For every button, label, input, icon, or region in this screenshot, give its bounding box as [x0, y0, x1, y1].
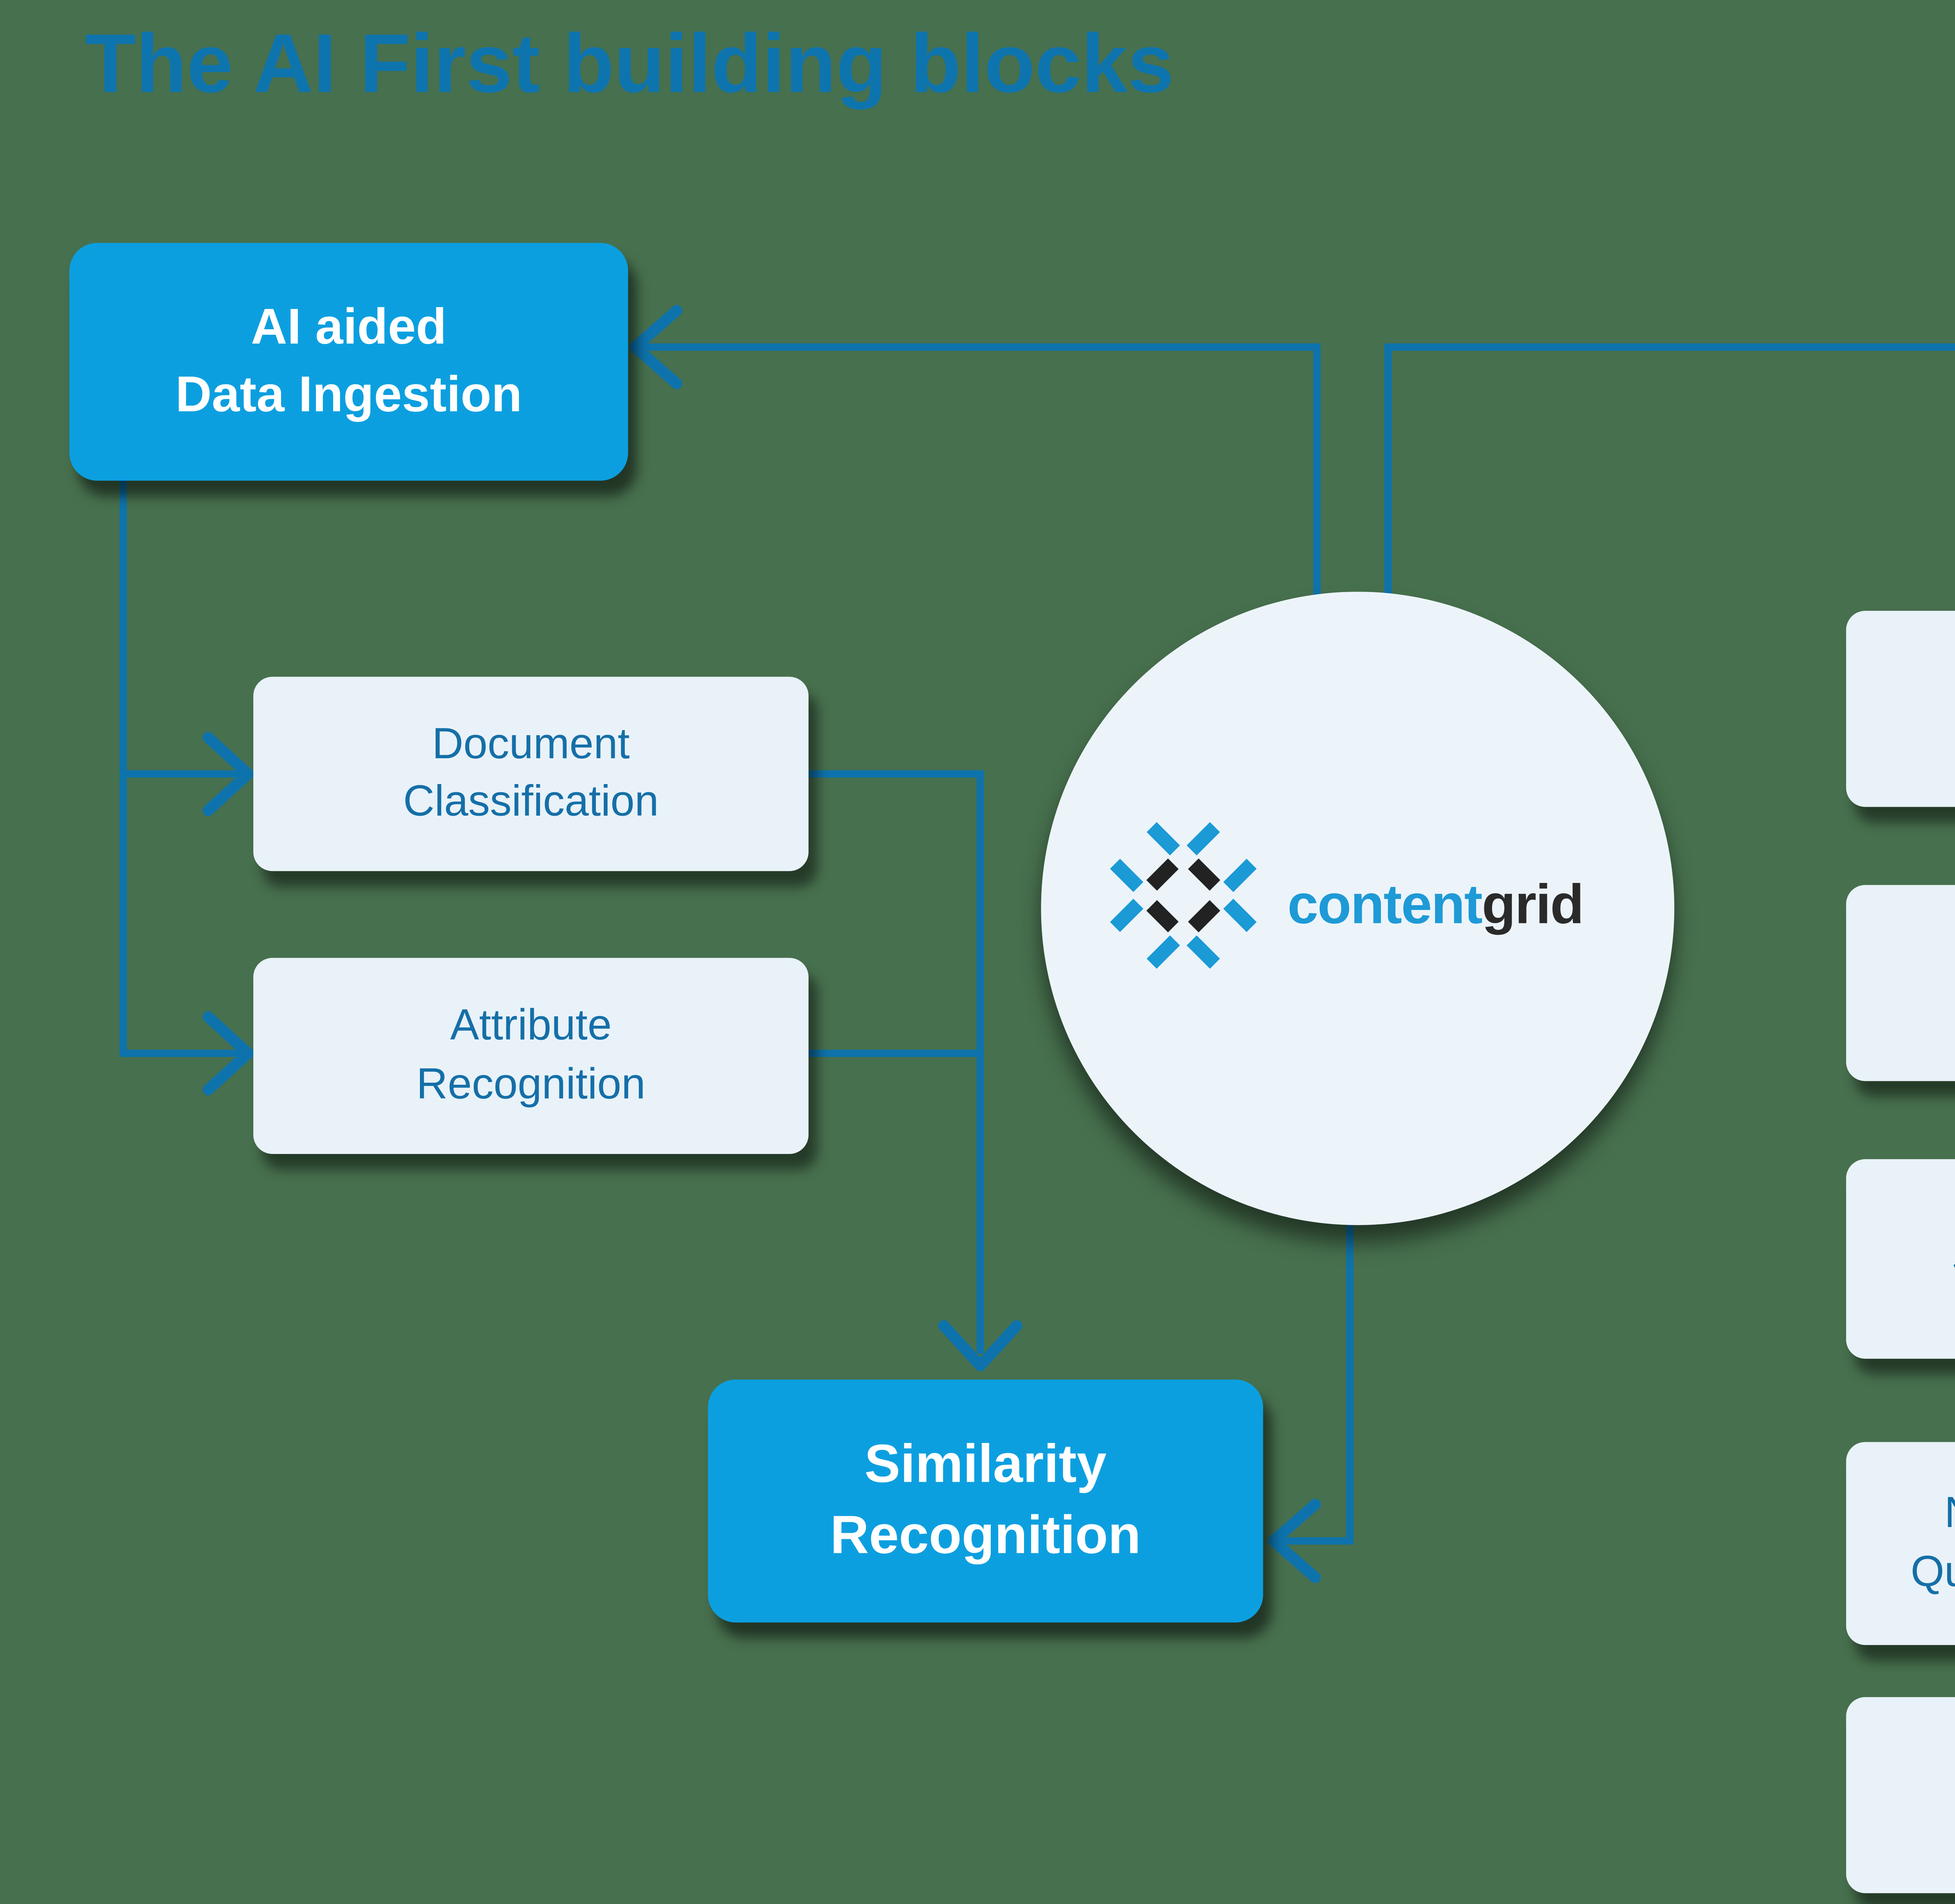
node-label-line: Similarity	[864, 1433, 1107, 1495]
node-similarity-recognition-main: Similarity Recognition	[708, 1379, 1263, 1623]
node-label-line: Natural Language	[1944, 1486, 1955, 1544]
logo-wordmark: contentgrid	[1288, 873, 1584, 937]
node-label-line: Data Ingestion	[175, 367, 522, 423]
logo-wordmark-content: content	[1287, 873, 1483, 935]
node-label-line: Attribute	[450, 1001, 612, 1050]
node-ai-aided-data-ingestion: AI aided Data Ingestion	[69, 243, 628, 481]
logo-wordmark-grid: grid	[1481, 873, 1584, 935]
node-document-classification: Document Classification	[253, 677, 809, 871]
node-label-line: Recognition	[830, 1504, 1141, 1565]
contentgrid-hub-circle	[1041, 592, 1675, 1225]
node-autocomplete: Autocomplete	[1846, 885, 1955, 1081]
node-label-line: Query Understanding	[1910, 1547, 1955, 1596]
arrow-ingestion-to-doc-classification	[119, 481, 254, 1096]
contentgrid-logo-icon	[1110, 822, 1257, 969]
arrow-hub-to-ingestion	[629, 305, 1321, 599]
node-label-line: Semantic Search	[1951, 1230, 1955, 1288]
node-label-line: Document	[432, 719, 630, 768]
node-label-line: Classification	[403, 777, 659, 826]
node-semantic-search: Semantic Search	[1846, 1159, 1955, 1359]
node-attribute-recognition: Attribute Recognition	[253, 958, 809, 1154]
arrow-hub-to-similarity	[1268, 1225, 1354, 1583]
node-label-line: AI aided	[251, 300, 447, 356]
node-llm-integration: LLM Integration	[1846, 1697, 1955, 1893]
node-similarity-recognition-search: Similarity Recognition	[1846, 611, 1955, 807]
node-label-line: Recognition	[416, 1059, 646, 1108]
arrow-left-boxes-to-similarity	[808, 770, 1022, 1371]
node-natural-language-query-understanding: Natural Language Query Understanding	[1846, 1442, 1955, 1645]
arrow-hub-to-advanced-search	[1384, 343, 1955, 599]
page-title: The AI First building blocks	[85, 19, 1174, 111]
